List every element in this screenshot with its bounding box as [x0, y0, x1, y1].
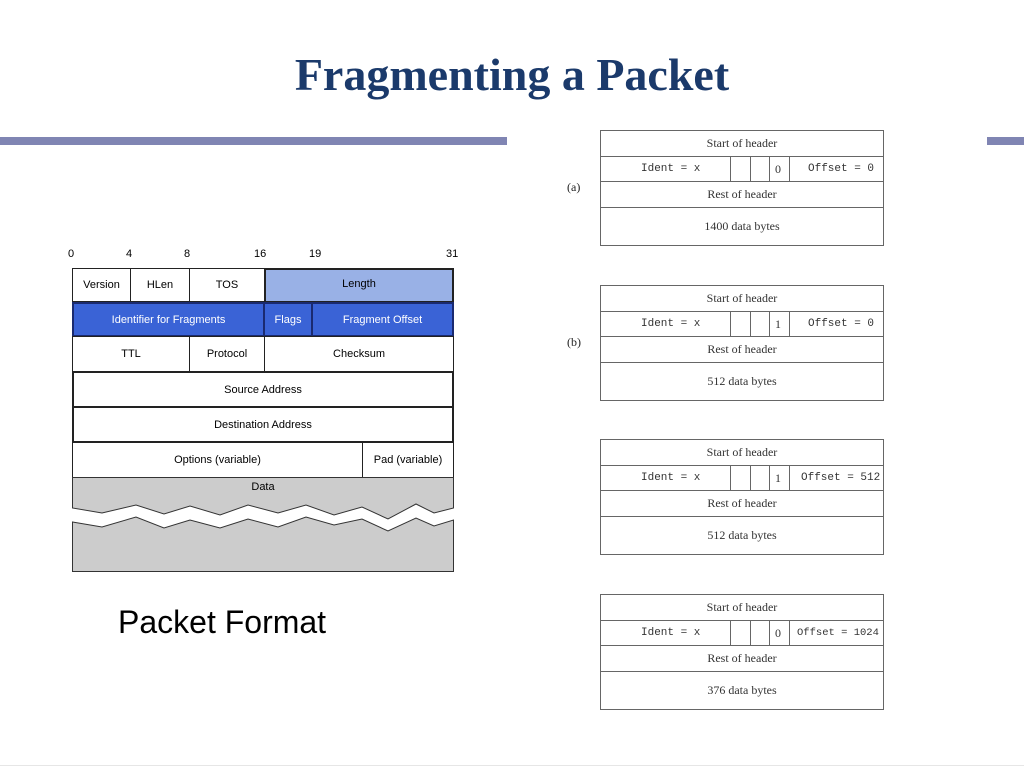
- start-of-header: Start of header: [601, 440, 883, 466]
- rest-of-header: Rest of header: [601, 646, 883, 672]
- more-fragments-flag: 0: [775, 162, 781, 176]
- bit-label-19: 19: [309, 248, 322, 260]
- identifier-field: Identifier for Fragments: [72, 302, 265, 337]
- pad-field: Pad (variable): [362, 442, 454, 478]
- fragment-a-label: (a): [567, 180, 581, 194]
- fragment-b3: Start of header Ident = x 0 Offset = 102…: [600, 594, 884, 710]
- left-accent-bar: [0, 137, 507, 145]
- ident-value: Ident = x: [641, 627, 701, 639]
- options-field: Options (variable): [72, 442, 363, 478]
- data-bytes: 512 data bytes: [707, 374, 777, 388]
- start-of-header: Start of header: [601, 131, 883, 157]
- offset-value: Offset = 512: [801, 472, 881, 484]
- ident-row: Ident = x 0 Offset = 1024: [601, 621, 883, 646]
- ttl-field: TTL: [72, 336, 190, 372]
- packet-format-caption: Packet Format: [118, 604, 327, 640]
- fragment-b1: Start of header Ident = x 1 Offset = 0 R…: [600, 285, 884, 401]
- slide-title: Fragmenting a Packet: [294, 49, 730, 100]
- ident-value: Ident = x: [641, 318, 701, 330]
- start-of-header: Start of header: [601, 286, 883, 312]
- bit-label-8: 8: [184, 248, 191, 260]
- ident-value: Ident = x: [641, 472, 701, 484]
- bit-label-4: 4: [126, 248, 133, 260]
- checksum-field: Checksum: [264, 336, 454, 372]
- source-address-field: Source Address: [72, 371, 454, 408]
- destination-address-field: Destination Address: [72, 406, 454, 443]
- bit-label-0: 0: [68, 248, 75, 260]
- more-fragments-flag: 1: [775, 471, 781, 485]
- fragment-a: Start of header Ident = x 0 Offset = 0 R…: [600, 130, 884, 246]
- offset-value: Offset = 0: [808, 163, 875, 175]
- data-bytes: 1400 data bytes: [704, 219, 780, 233]
- bit-label-31: 31: [446, 248, 459, 260]
- hlen-field: HLen: [130, 268, 190, 302]
- fragment-b-label: (b): [567, 335, 581, 349]
- fragment-b2: Start of header Ident = x 1 Offset = 512…: [600, 439, 884, 555]
- fragment-offset-field: Fragment Offset: [311, 302, 454, 337]
- flags-field: Flags: [263, 302, 313, 337]
- length-field: Length: [264, 268, 454, 303]
- footer-divider: [0, 765, 1024, 766]
- right-accent-bar: [987, 137, 1024, 145]
- more-fragments-flag: 0: [775, 626, 781, 640]
- offset-value: Offset = 0: [808, 318, 875, 330]
- bit-label-16: 16: [254, 248, 267, 260]
- data-section: [72, 477, 454, 572]
- ident-row: Ident = x 1 Offset = 512: [601, 466, 883, 491]
- tos-field: TOS: [189, 268, 265, 302]
- rest-of-header: Rest of header: [601, 337, 883, 363]
- ident-value: Ident = x: [641, 163, 701, 175]
- data-bytes: 376 data bytes: [707, 683, 777, 697]
- start-of-header: Start of header: [601, 595, 883, 621]
- ident-row: Ident = x 1 Offset = 0: [601, 312, 883, 337]
- offset-value: Offset = 1024: [797, 627, 879, 639]
- data-bytes: 512 data bytes: [707, 528, 777, 542]
- version-field: Version: [72, 268, 131, 302]
- rest-of-header: Rest of header: [601, 182, 883, 208]
- ident-row: Ident = x 0 Offset = 0: [601, 157, 883, 182]
- more-fragments-flag: 1: [775, 317, 781, 331]
- data-label: Data: [251, 481, 275, 493]
- rest-of-header: Rest of header: [601, 491, 883, 517]
- protocol-field: Protocol: [189, 336, 265, 372]
